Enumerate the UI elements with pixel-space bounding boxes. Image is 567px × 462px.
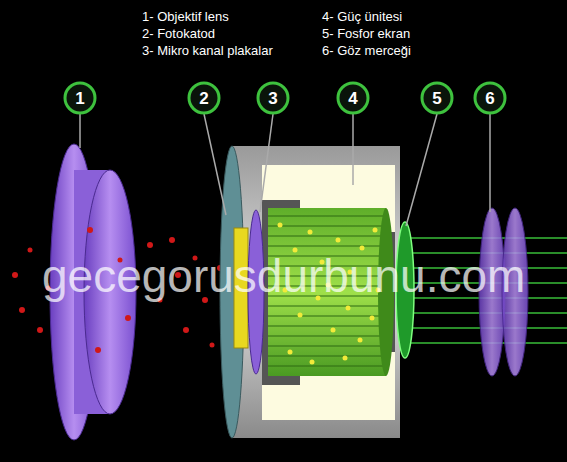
watermark-text: gecegorusdurbunu.com [42, 253, 525, 299]
callout-number: 6 [485, 90, 494, 107]
legend-text: 1- Objektif lens [142, 9, 229, 25]
callout-number: 2 [199, 90, 208, 107]
legend-text: 2- Fotokatod [142, 26, 215, 42]
callout-number: 5 [432, 90, 441, 107]
legend-text: 6- Göz merceği [322, 43, 411, 59]
callout-number: 4 [348, 90, 357, 107]
legend-text: 4- Güç ünitesi [322, 9, 402, 25]
legend-text: 5- Fosfor ekran [322, 26, 410, 42]
callout-number: 1 [75, 90, 84, 107]
leader-lines [80, 114, 490, 226]
callout-number: 3 [268, 90, 277, 107]
legend-text: 3- Mikro kanal plakalar [142, 43, 273, 59]
callout-circles [65, 83, 505, 113]
